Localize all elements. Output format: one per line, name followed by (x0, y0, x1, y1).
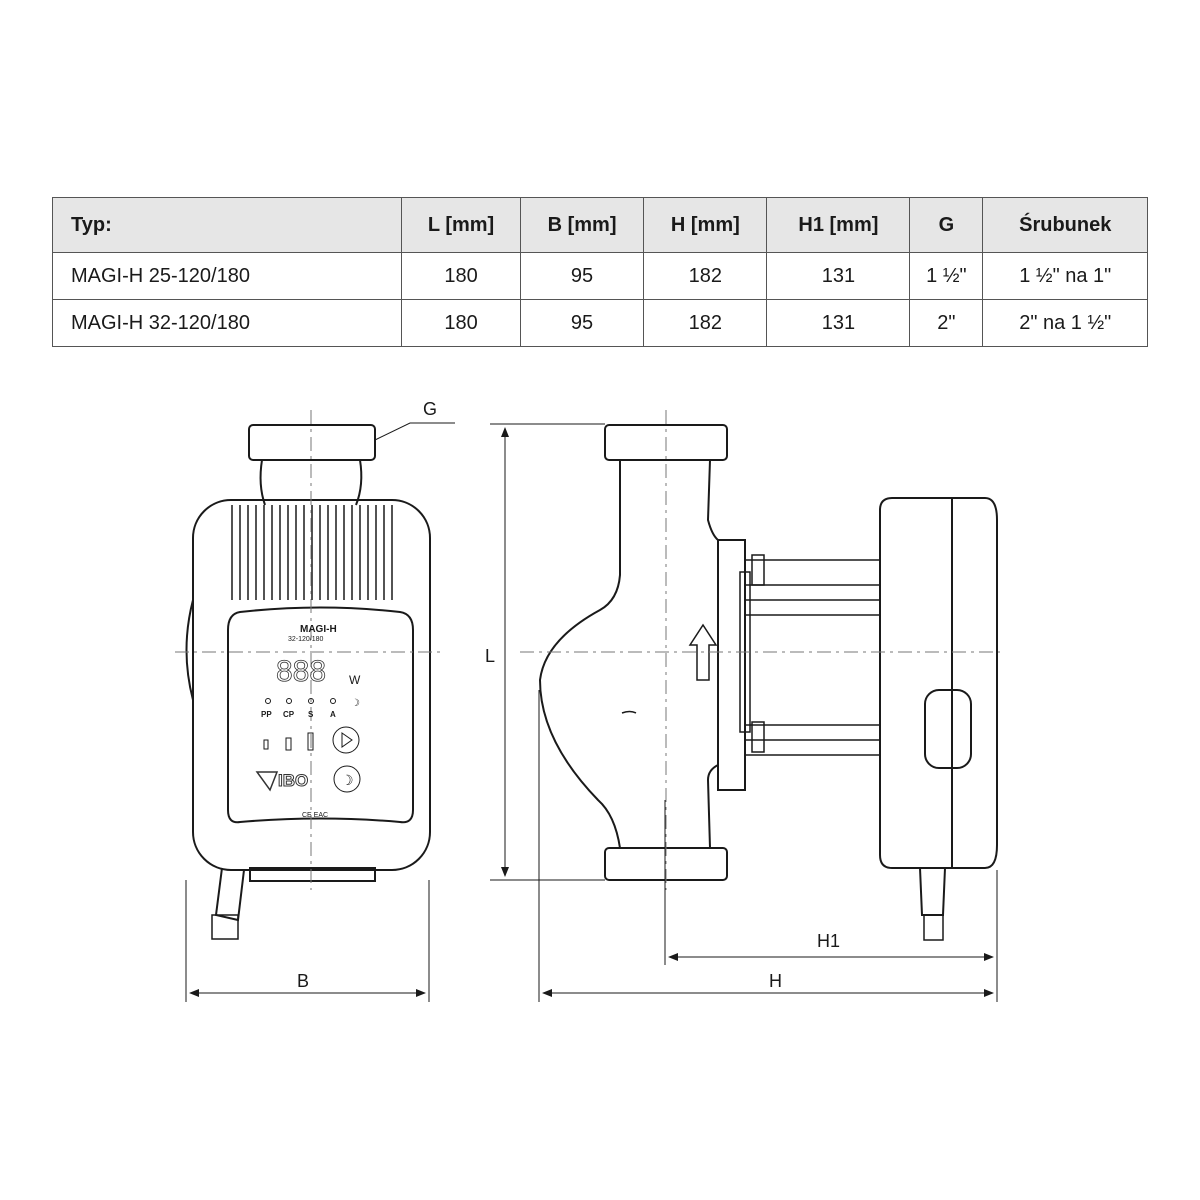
mode-a: A (330, 710, 336, 719)
table-header-row: Typ: L [mm] B [mm] H [mm] H1 [mm] G Śrub… (51, 197, 1148, 253)
control-panel (227, 606, 414, 824)
cell-l: 180 (401, 252, 521, 300)
panel-display: 888 (276, 655, 326, 688)
night-button-icon (333, 765, 361, 793)
dim-label-l: L (485, 646, 495, 666)
volute (538, 459, 719, 849)
ibo-logo: IBO (278, 771, 308, 790)
cell-h1: 131 (766, 299, 911, 347)
cell-type: MAGI-H 32-120/180 (51, 299, 403, 347)
cell-b: 95 (519, 299, 645, 347)
cell-union: 2" na 1 ½" (982, 299, 1148, 347)
cable-gland (214, 867, 245, 922)
mode-cp: CP (283, 710, 295, 719)
ibo-logo-mark (255, 771, 279, 792)
header-h: H [mm] (643, 197, 768, 253)
moon-icon: ☽ (351, 698, 360, 709)
header-h1: H1 [mm] (766, 197, 911, 253)
header-type: Typ: (51, 197, 403, 253)
table-row: MAGI-H 32-120/180 180 95 182 131 2" 2" n… (51, 299, 1148, 347)
header-union: Śrubunek (982, 197, 1148, 253)
cell-union: 1 ½" na 1" (982, 252, 1148, 300)
cell-h: 182 (643, 252, 768, 300)
cell-l: 180 (401, 299, 521, 347)
table-row: MAGI-H 25-120/180 180 95 182 131 1 ½" 1 … (51, 252, 1148, 300)
top-flange-side (604, 424, 728, 461)
neck (259, 459, 363, 506)
terminal-cover (924, 689, 972, 769)
dim-label-g: G (423, 399, 437, 419)
flow-arrow (688, 623, 718, 681)
side-view (538, 424, 998, 941)
motor-plate (717, 539, 746, 791)
panel-model: MAGI-H (300, 624, 337, 635)
cable (211, 914, 239, 940)
cable-gland-side (919, 867, 946, 916)
mode-pp: PP (261, 710, 272, 719)
dim-label-h: H (769, 971, 782, 991)
motor-bulge (185, 599, 194, 701)
mode-s: S (308, 710, 314, 719)
panel-unit: W (349, 673, 361, 687)
center-lines (175, 410, 1000, 890)
dim-label-h1: H1 (817, 931, 840, 951)
panel-variant: 32-120/180 (288, 636, 324, 643)
certification-marks: CE EAC (302, 812, 328, 819)
cell-h: 182 (643, 299, 768, 347)
dimensions-table: Typ: L [mm] B [mm] H [mm] H1 [mm] G Śrub… (51, 197, 1148, 347)
cell-b: 95 (519, 252, 645, 300)
moon-icon: ☽ (341, 772, 354, 788)
motor-box (879, 497, 998, 869)
dim-label-b: B (297, 971, 309, 991)
tie-rods (745, 554, 880, 756)
cell-type: MAGI-H 25-120/180 (51, 252, 403, 300)
cell-g: 2" (909, 299, 984, 347)
header-g: G (909, 197, 984, 253)
cooling-fins (231, 505, 393, 600)
cell-g: 1 ½" (909, 252, 984, 300)
top-flange (248, 424, 376, 461)
bottom-flange (249, 867, 376, 882)
play-button-icon (332, 726, 360, 754)
dimension-lines (185, 422, 998, 1002)
